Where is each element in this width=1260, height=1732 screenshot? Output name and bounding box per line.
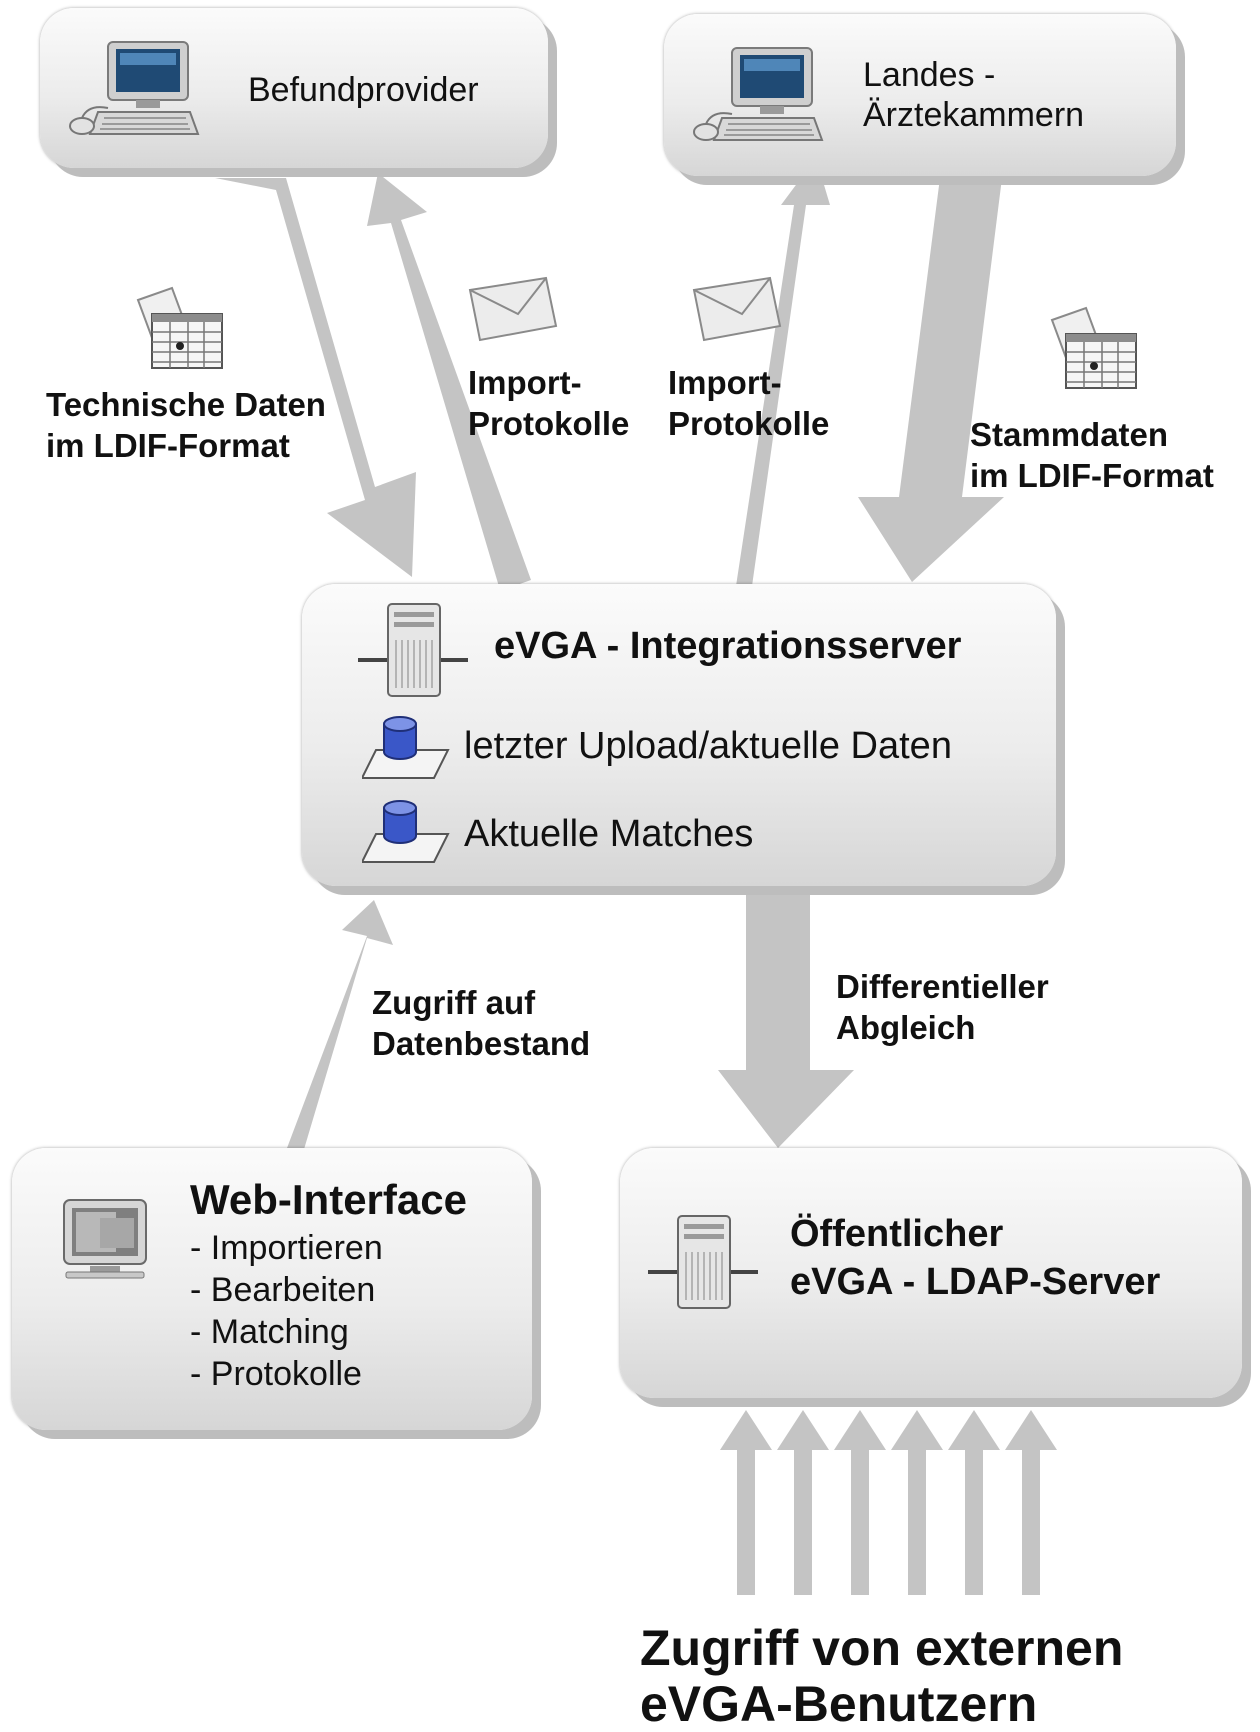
web-interface-box: [12, 1148, 532, 1430]
web-interface-item: - Matching: [190, 1313, 349, 1351]
web-interface-item: - Bearbeiten: [190, 1271, 376, 1309]
integrationsserver-item: Aktuelle Matches: [464, 813, 754, 855]
arrow-external-user: [834, 1410, 886, 1595]
arrow-technische-daten: [215, 178, 416, 577]
computer-icon: [69, 41, 200, 135]
arrow-import-protokolle-right: [736, 158, 830, 586]
spreadsheet-document-icon: [136, 286, 223, 369]
envelope-icon: [468, 276, 558, 342]
computer-icon: [693, 47, 824, 141]
arrow-external-user: [948, 1410, 1000, 1595]
spreadsheet-document-icon: [1050, 306, 1137, 389]
edge-label-zugriff-datenbestand: Zugriff auf Datenbestand: [372, 984, 591, 1062]
web-interface-item: - Importieren: [190, 1229, 383, 1267]
arrow-external-user: [1005, 1410, 1057, 1595]
arrow-external-user: [720, 1410, 772, 1595]
edge-label-differentieller-abgleich: Differentieller Abgleich: [836, 968, 1049, 1046]
aerztekammern-label: Landes - Ärztekammern: [863, 56, 1085, 134]
web-interface-title: Web-Interface: [190, 1176, 467, 1223]
befundprovider-label: Befundprovider: [248, 71, 479, 109]
integrationsserver-item: letzter Upload/aktuelle Daten: [464, 725, 952, 767]
integrationsserver-title: eVGA - Integrationsserver: [494, 625, 962, 667]
server-icon: [358, 603, 468, 697]
edge-label-technische-daten: Technische Daten im LDIF-Format: [46, 386, 326, 464]
envelope-icon: [692, 276, 782, 342]
arrow-import-protokolle-left: [367, 173, 531, 590]
arrow-differentieller-abgleich: [718, 895, 854, 1148]
arrow-zugriff-datenbestand: [284, 900, 393, 1156]
monitor-icon: [63, 1199, 147, 1279]
external-access-arrows: [720, 1410, 1057, 1595]
arrow-stammdaten: [858, 170, 1004, 582]
web-interface-item: - Protokolle: [190, 1355, 362, 1393]
edge-label-import-protokolle-left: Import- Protokolle: [468, 364, 630, 442]
footer-label: Zugriff von externen eVGA-Benutzern: [640, 1620, 1124, 1732]
database-icon: [362, 716, 450, 779]
edge-label-stammdaten: Stammdaten im LDIF-Format: [970, 416, 1214, 494]
arrow-external-user: [777, 1410, 829, 1595]
server-icon: [648, 1215, 758, 1309]
database-icon: [362, 800, 450, 863]
arrow-external-user: [891, 1410, 943, 1595]
edge-label-import-protokolle-right: Import- Protokolle: [668, 364, 830, 442]
ldap-server-label: Öffentlicher eVGA - LDAP-Server: [790, 1213, 1161, 1303]
